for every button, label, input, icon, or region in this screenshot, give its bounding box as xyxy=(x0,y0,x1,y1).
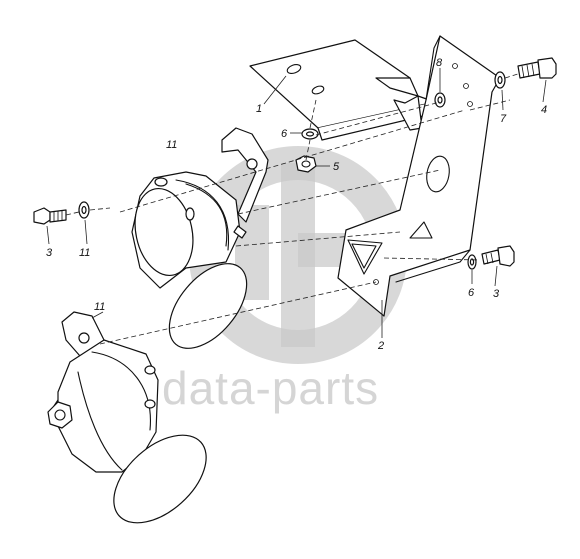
callout-labels: 1 2 3 3 4 5 6 6 7 8 11 11 11 xyxy=(46,57,547,352)
part-2-vertical-bracket xyxy=(337,35,501,317)
part-5-nut xyxy=(295,155,317,173)
callout-2: 2 xyxy=(377,340,384,352)
part-11-lower-horn xyxy=(47,311,207,524)
callout-4: 4 xyxy=(541,104,547,116)
part-3-bolt-left xyxy=(33,207,67,225)
callout-5: 5 xyxy=(333,161,340,173)
part-7-washer xyxy=(494,71,506,89)
part-3-bolt-right xyxy=(481,245,515,267)
callout-11-upper-horn: 11 xyxy=(166,139,177,151)
callout-1: 1 xyxy=(256,103,262,115)
part-6-washer-lower xyxy=(467,254,477,270)
part-8-washer xyxy=(434,92,446,108)
callout-8: 8 xyxy=(436,57,443,69)
part-11-washer-left xyxy=(78,201,90,219)
callout-11-washer: 11 xyxy=(79,247,90,259)
callout-6-upper: 6 xyxy=(281,128,288,140)
callout-7: 7 xyxy=(500,113,507,125)
callout-3-right: 3 xyxy=(493,288,500,300)
callout-6-lower: 6 xyxy=(468,287,475,299)
callout-11-lower-horn: 11 xyxy=(94,301,105,313)
part-11-upper-horn xyxy=(131,127,269,349)
callout-leaders xyxy=(46,68,547,338)
part-1-bracket-plate xyxy=(249,39,441,141)
part-6-washer-upper xyxy=(301,128,319,140)
watermark-text: data-parts xyxy=(162,362,379,414)
assembly-axes xyxy=(65,73,519,345)
part-4-bolt xyxy=(517,57,557,79)
callout-3-left: 3 xyxy=(46,247,53,259)
